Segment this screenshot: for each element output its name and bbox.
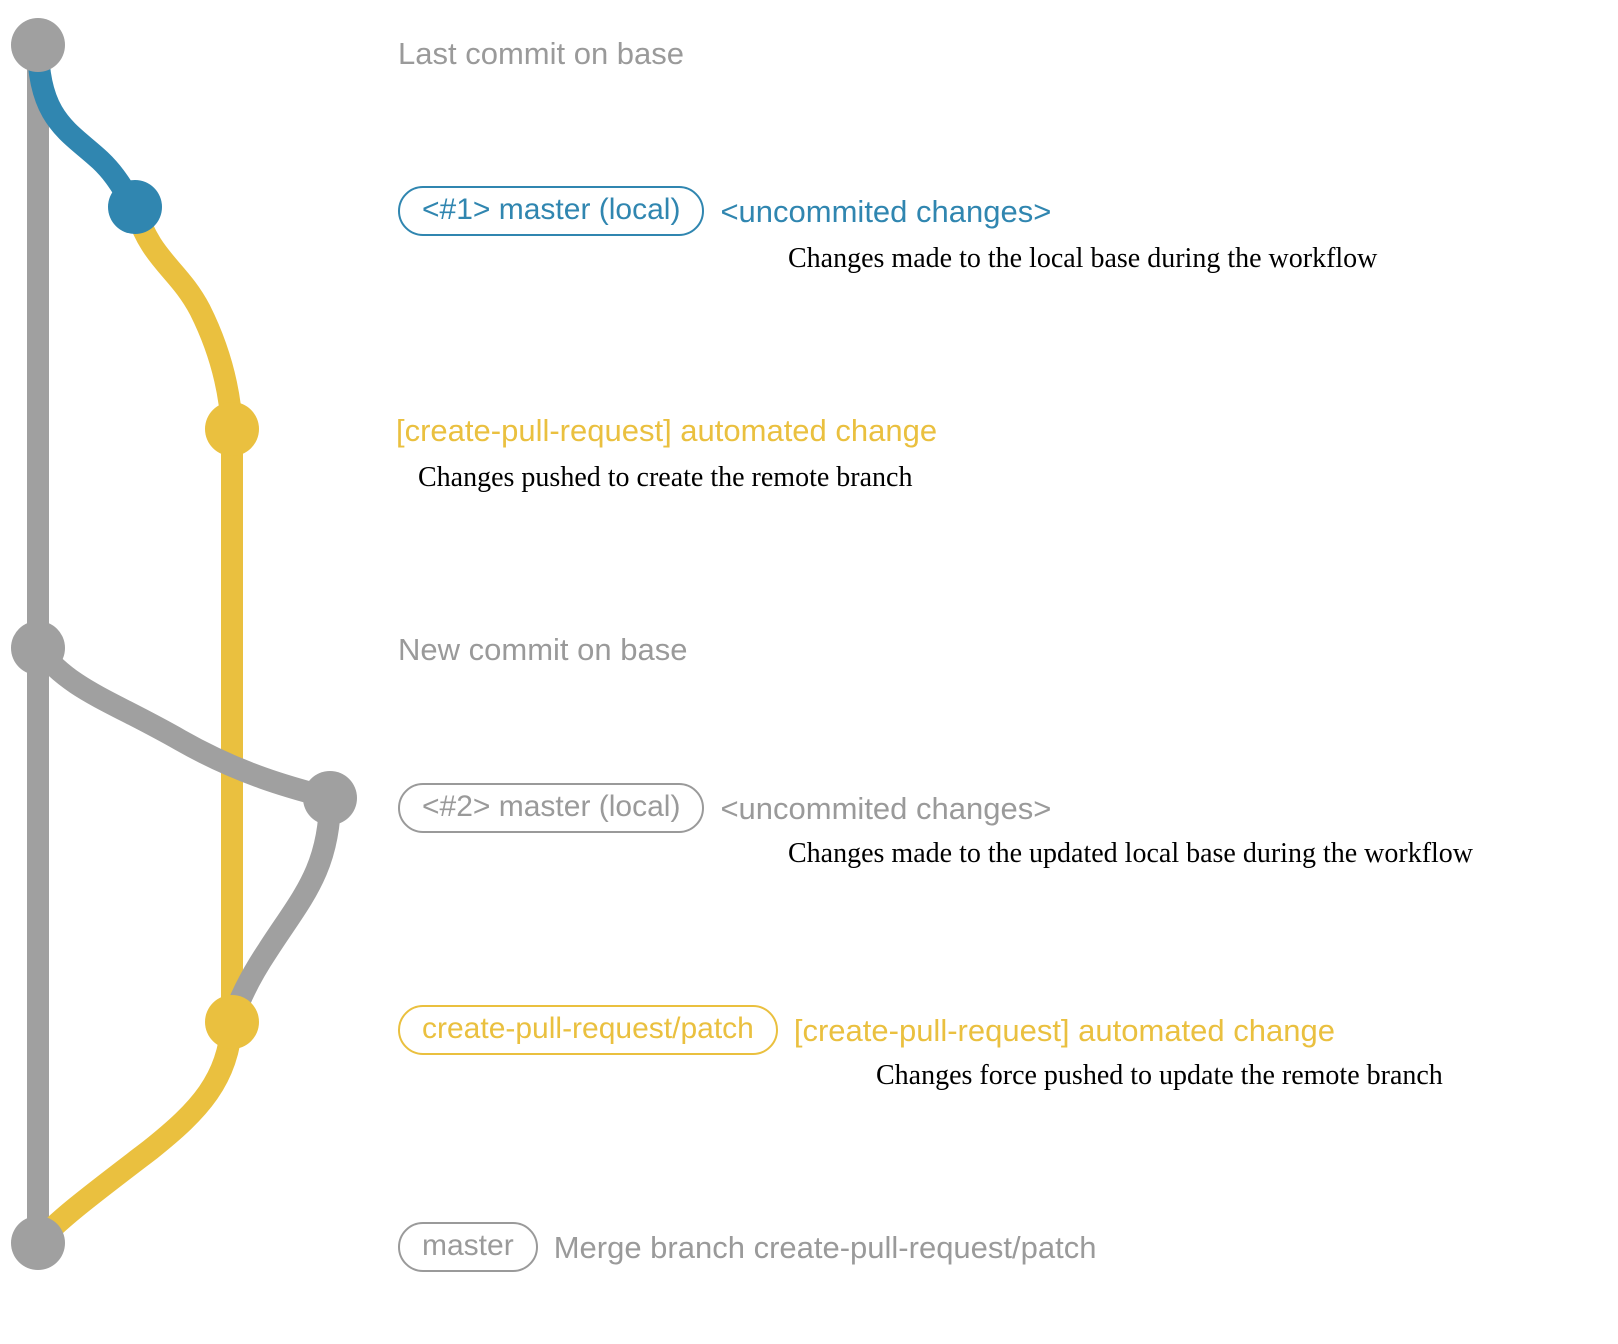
row-master-local-2: <#2> master (local) <uncommited changes> [398,783,1051,833]
commit-node-merge-head [11,1216,65,1270]
commit-subject-master-local-1: <uncommited changes> [720,193,1052,229]
edge-local-1-to-patch-1 [124,196,243,440]
branch-badge-master-local-2[interactable]: <#2> master (local) [398,783,705,833]
commit-node-local-1 [108,180,162,234]
commit-subject-automated-change-2: [create-pull-request] automated change [793,1012,1335,1048]
caption-master-local-2: Changes made to the updated local base d… [788,838,1474,869]
edge-base-to-local-1 [27,34,146,218]
edge-local-2-to-patch-2 [221,787,341,1033]
edge-patch-2-to-merge [27,1011,243,1254]
headline-automated-change-1: [create-pull-request] automated change [396,413,938,448]
commit-graph [11,18,357,1270]
branch-badge-create-pull-request-patch[interactable]: create-pull-request/patch [398,1005,778,1055]
commit-node-base-new [11,621,65,675]
row-automated-change-2: create-pull-request/patch [create-pull-r… [398,1005,1335,1055]
row-master-local-1: <#1> master (local) <uncommited changes> [398,186,1051,236]
commit-subject-master-local-2: <uncommited changes> [720,790,1052,826]
commit-node-patch-1 [205,402,259,456]
caption-master-local-1: Changes made to the local base during th… [788,243,1378,274]
row-merge-branch: master Merge branch create-pull-request/… [398,1222,1096,1272]
commit-subject-merge-branch: Merge branch create-pull-request/patch [553,1229,1097,1265]
branch-badge-master-local-1[interactable]: <#1> master (local) [398,186,705,236]
branch-badge-master[interactable]: master [398,1222,538,1272]
commit-node-patch-2 [205,995,259,1049]
caption-automated-change-2: Changes force pushed to update the remot… [876,1060,1443,1091]
edge-base-new-to-local-2 [27,637,341,809]
headline-new-commit-on-base: New commit on base [398,632,688,667]
headline-last-commit-on-base: Last commit on base [398,36,685,71]
commit-node-local-2 [303,771,357,825]
commit-node-base-head [11,18,65,72]
caption-automated-change-1: Changes pushed to create the remote bran… [418,462,913,493]
